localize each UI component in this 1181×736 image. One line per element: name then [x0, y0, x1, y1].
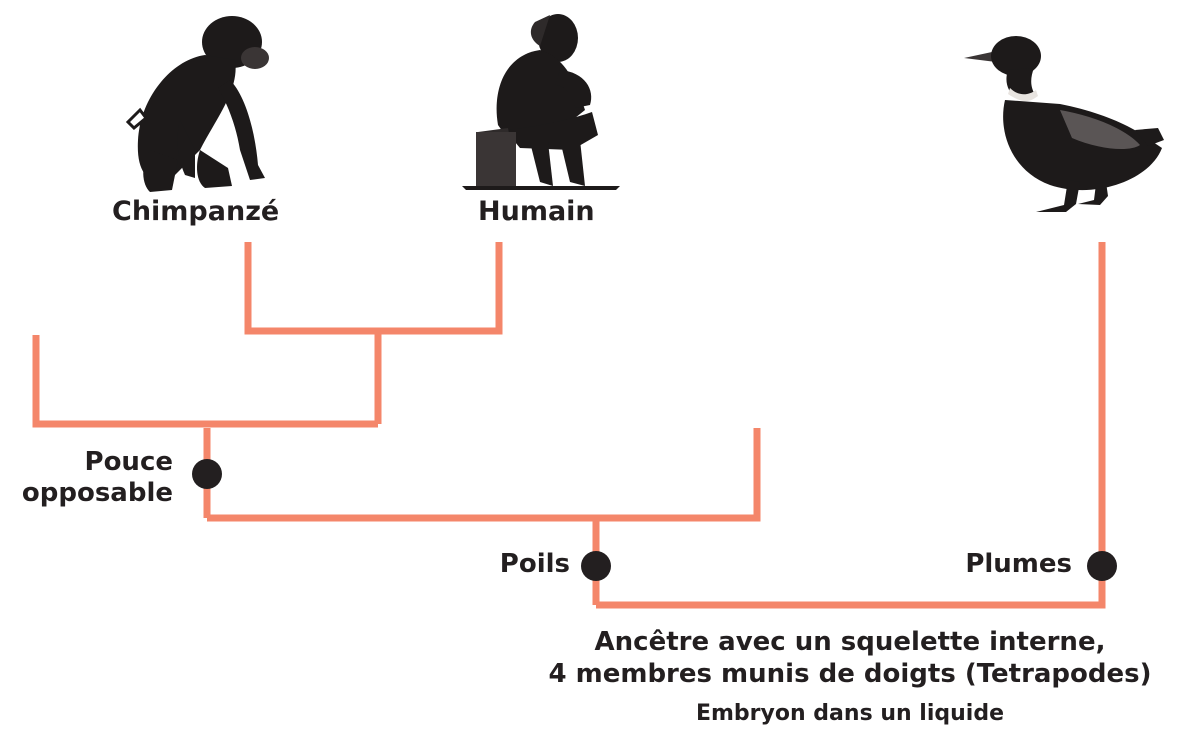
trait-label-feathers: Plumes: [965, 549, 1072, 579]
chimpanzee-illustration: [125, 16, 269, 192]
taxon-label-chimp: Chimpanzé: [112, 196, 280, 227]
branch-mammals: [207, 428, 761, 522]
duck-illustration: [964, 36, 1164, 212]
trait-label-hair: Poils: [499, 549, 570, 579]
node-hair: [581, 551, 611, 581]
trait-label-thumb-line1: Pouce: [84, 447, 173, 477]
ancestor-line2: 4 membres munis de doigts (Tetrapodes): [548, 659, 1152, 689]
ancestor-line1: Ancêtre avec un squelette interne,: [594, 627, 1106, 657]
branch-root: [596, 242, 1106, 609]
node-thumb: [192, 459, 222, 489]
ancestor-description: Ancêtre avec un squelette interne, 4 mem…: [520, 626, 1180, 730]
branch-chimp-human: [244, 242, 503, 335]
trait-label-thumb: Pouce opposable: [22, 447, 173, 509]
trait-label-thumb-line2: opposable: [21, 478, 173, 508]
branch-left-primates: [32, 335, 378, 428]
node-feathers: [1087, 551, 1117, 581]
cladogram-branches: [32, 242, 1106, 609]
thinker-statue-illustration: [462, 14, 620, 190]
taxon-label-human: Humain: [478, 196, 595, 227]
ancestor-line3: Embryon dans un liquide: [695, 701, 1005, 726]
